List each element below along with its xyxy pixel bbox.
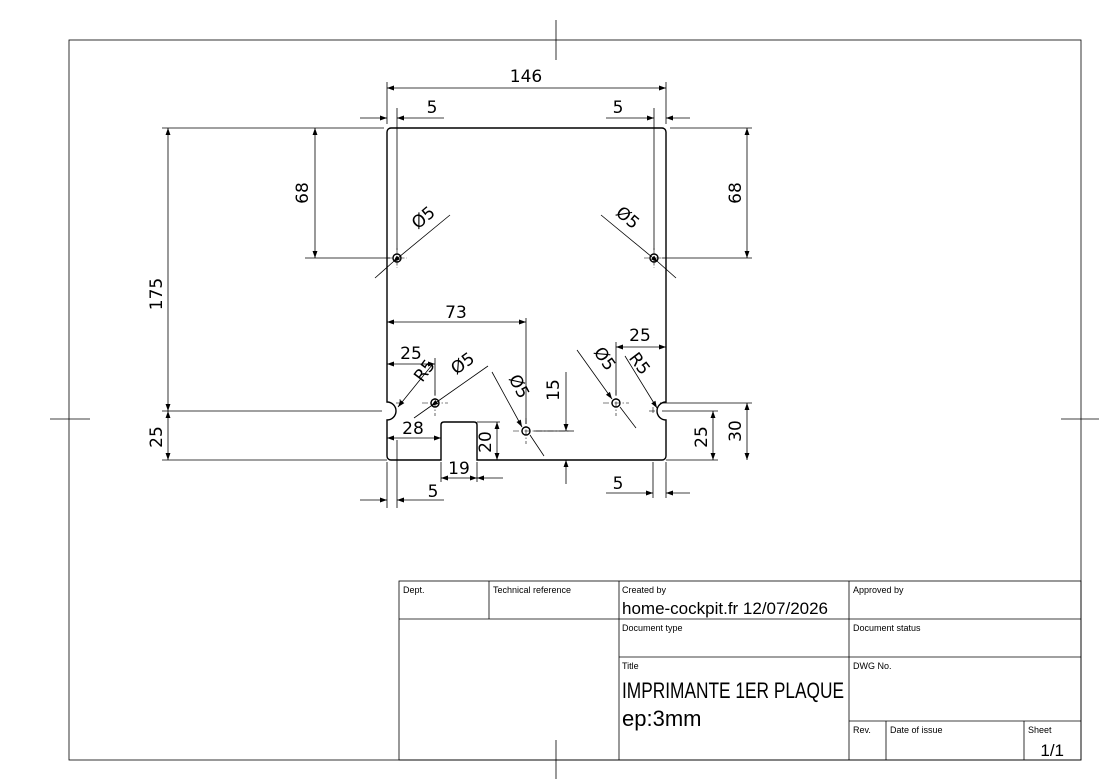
- tb-date-label: Date of issue: [890, 725, 943, 735]
- center-lines: [387, 248, 664, 444]
- dim-hole-dia-center: Ø5: [504, 371, 533, 402]
- dim-bottom-left-offset: 5: [428, 482, 439, 502]
- dim-slot-height: 20: [476, 431, 496, 453]
- holes: [392, 253, 659, 436]
- tb-sheet-label: Sheet: [1028, 725, 1052, 735]
- dim-right-edge-offset: 5: [613, 98, 624, 118]
- dim-total-height: 175: [147, 278, 167, 310]
- plate-outline: [386, 127, 667, 461]
- dim-slot-center-height: 30: [726, 420, 746, 442]
- dim-slot-width: 19: [448, 459, 470, 479]
- tb-dwg-no-label: DWG No.: [853, 661, 892, 671]
- dim-left-edge-offset: 5: [427, 98, 438, 118]
- dimension-lines: [165, 85, 750, 503]
- dim-notch-depth: 15: [544, 379, 564, 401]
- dim-left-notch-x: 25: [400, 344, 422, 364]
- sheet-frame: [68, 39, 1082, 761]
- tb-rev-label: Rev.: [853, 725, 871, 735]
- dim-overall-width: 146: [510, 67, 542, 87]
- tb-dept-label: Dept.: [403, 585, 425, 595]
- centering-marks: [50, 20, 1099, 779]
- tb-created-by-label: Created by: [622, 585, 667, 595]
- dim-slot-x: 28: [402, 419, 424, 439]
- dim-hole-dia-bottom-right: Ø5: [589, 343, 619, 374]
- tb-sheet-value: 1/1: [1040, 741, 1064, 760]
- dim-hole-dia-bottom-left: Ø5: [447, 349, 478, 379]
- tb-tech-ref-label: Technical reference: [493, 585, 571, 595]
- tb-doc-status-label: Document status: [853, 623, 921, 633]
- dim-hole-dia-top-left: Ø5: [408, 203, 439, 234]
- tb-title-label: Title: [622, 661, 639, 671]
- tb-created-by-value: home-cockpit.fr 12/07/2026: [622, 599, 828, 618]
- title-block: Dept. Technical reference Created by hom…: [398, 580, 1082, 761]
- dim-right-radius: R5: [624, 349, 654, 379]
- dim-right-hole-height: 68: [726, 182, 746, 204]
- extension-lines: [162, 82, 752, 508]
- dim-bottom-height-right: 25: [692, 426, 712, 448]
- tb-doc-type-label: Document type: [622, 623, 683, 633]
- tb-title-line1: IMPRIMANTE 1ER PLAQUE: [622, 678, 844, 703]
- dimension-texts: 146 5 5 68 68 175 25 25 30 73 25 25 R5 R…: [147, 67, 746, 502]
- dim-right-hole-offset: 25: [629, 326, 651, 346]
- dim-bottom-right-offset: 5: [613, 474, 624, 494]
- tb-approved-by-label: Approved by: [853, 585, 904, 595]
- tb-title-line2: ep:3mm: [622, 706, 701, 731]
- dim-hole-dia-top-right: Ø5: [612, 203, 643, 234]
- dim-left-hole-height: 68: [293, 182, 313, 204]
- dim-bottom-height-left: 25: [147, 426, 167, 448]
- dim-center-hole-x: 73: [445, 303, 467, 323]
